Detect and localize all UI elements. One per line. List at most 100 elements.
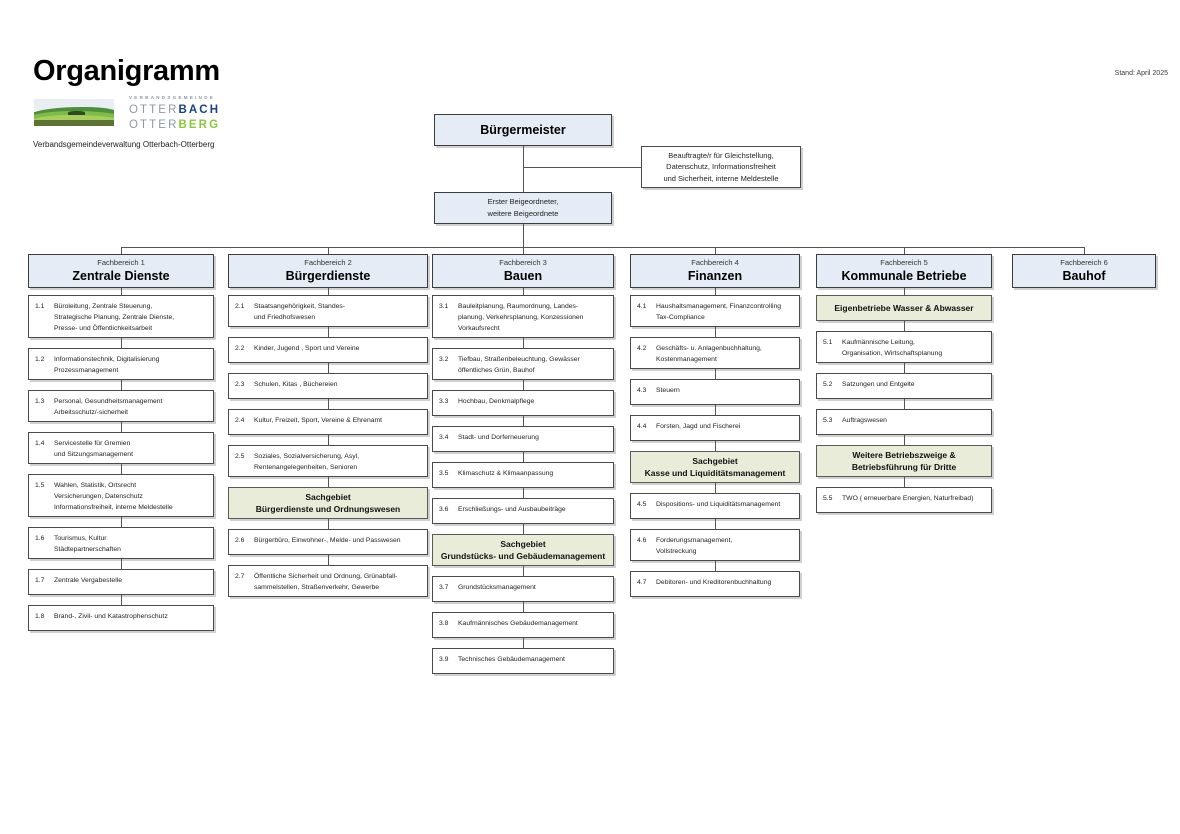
task-box-2.1[interactable]: 2.1 Staatsangehörigkeit, Standes-und Frie… [228,295,428,327]
task-text-line: Hochbau, Denkmalpflege [458,398,535,405]
mayor-box[interactable]: Bürgermeister [434,114,612,146]
connector-bus-to-department-1 [121,247,122,254]
task-text-line: Kaufmännische Leitung, [842,339,915,346]
task-text-line: Zentrale Vergabestelle [54,577,123,584]
connector-bus-to-department-2 [328,247,329,254]
connector-4-0 [715,288,716,295]
department-name: Bauhof [1062,269,1106,284]
task-text-line: und Sitzungsmanagement [54,451,133,458]
mayor-label: Bürgermeister [480,123,566,137]
task-text-line: Informationsfreiheit, interne Meldestell… [54,504,173,511]
connector-3-9 [523,638,524,648]
officer-line-2: Datenschutz, Informationsfreiheit [666,162,776,172]
equality-officer-box[interactable]: Beauftragte/r für Gleichstellung, Datens… [641,146,801,188]
task-text-line: Tax-Compliance [656,314,705,321]
task-text-line: Erschließungs- und Ausbaubeiträge [458,506,566,513]
task-text: Öffentliche Sicherheit und Ordnung, Grün… [254,571,397,593]
task-number: 4.7 [637,579,647,586]
task-text-line: Kultur, Freizeit, Sport, Vereine & Ehren… [254,417,383,424]
connector-5-3 [904,399,905,409]
department-kicker: Fachbereich 4 [691,258,739,268]
task-text: Steuern [656,385,680,396]
department-kicker: Fachbereich 1 [97,258,145,268]
sachgebiet-line: Kasse und Liquiditätsmanagement [644,468,786,478]
sachgebiet-line: Grundstücks- und Gebäudemanagement [440,551,606,561]
task-number: 1.8 [35,613,45,620]
task-text-line: Informationstechnik, Digitalisierung [54,356,160,363]
connector-2-7 [328,555,329,565]
task-number: 4.1 [637,303,647,310]
connector-1-3 [121,422,122,432]
sachgebiet-box-5-0[interactable]: Eigenbetriebe Wasser & Abwasser [816,295,992,321]
task-text-line: Bauleitplanung, Raumordnung, Landes- [458,303,579,310]
task-number: 1.3 [35,398,45,405]
connector-3-8 [523,602,524,612]
task-text-line: und Friedhofswesen [254,314,316,321]
sachgebiet-line: Weitere Betriebszweige & [852,449,956,460]
connector-2-6 [328,519,329,529]
task-text: Zentrale Vergabestelle [54,575,122,586]
task-number: 5.1 [823,339,833,346]
deputy-mayor-box[interactable]: Erster Beigeordneter, weitere Beigeordne… [434,192,612,224]
task-number: 3.7 [439,584,449,591]
department-kicker: Fachbereich 6 [1060,258,1108,268]
connector-1-5 [121,517,122,527]
sachgebiet-box-5-4[interactable]: Weitere Betriebszweige &Betriebsführung … [816,445,992,477]
connector-bus-to-department-5 [904,247,905,254]
connector-1-2 [121,380,122,390]
connector-1-7 [121,595,122,605]
logo-line-2-suffix: BERG [178,118,221,131]
task-text-line: TWO ( erneuerbare Energien, Naturfreibad… [842,495,974,502]
task-number: 2.1 [235,303,245,310]
department-name: Kommunale Betriebe [841,269,967,284]
deputy-line-1: Erster Beigeordneter, [487,197,559,207]
task-text: Staatsangehörigkeit, Standes-und Friedho… [254,301,345,323]
task-text-line: Tiefbau, Straßenbeleuchtung, Gewässer [458,356,580,363]
